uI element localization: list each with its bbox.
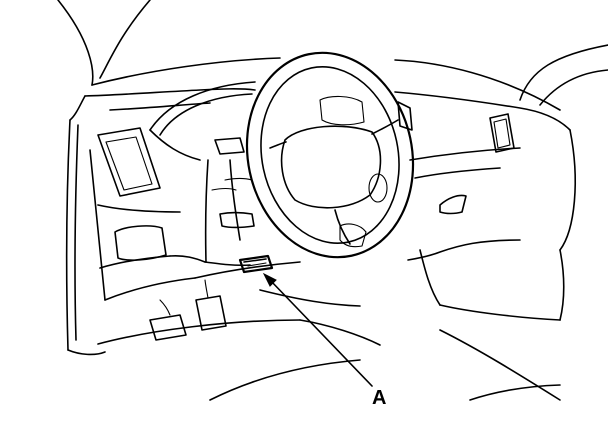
dashboard-top — [84, 88, 576, 251]
left-air-vent — [97, 127, 161, 197]
lower-dashboard — [169, 249, 565, 321]
right-air-vent — [489, 113, 515, 153]
left-lower-vent — [114, 225, 167, 261]
diagnostic-connector — [238, 254, 274, 274]
steering-column — [204, 137, 255, 263]
glove-box-handle — [439, 194, 467, 215]
windshield-frame — [57, 0, 608, 111]
pedals — [149, 279, 227, 341]
instrument-hood — [149, 81, 256, 161]
left-door-panel — [65, 95, 106, 356]
center-console — [397, 101, 521, 261]
dashboard-left-edges — [89, 149, 196, 301]
floor — [97, 289, 561, 401]
callout-leader-a — [262, 272, 373, 387]
callout-label-a: A — [372, 387, 386, 409]
steering-wheel — [245, 51, 415, 259]
